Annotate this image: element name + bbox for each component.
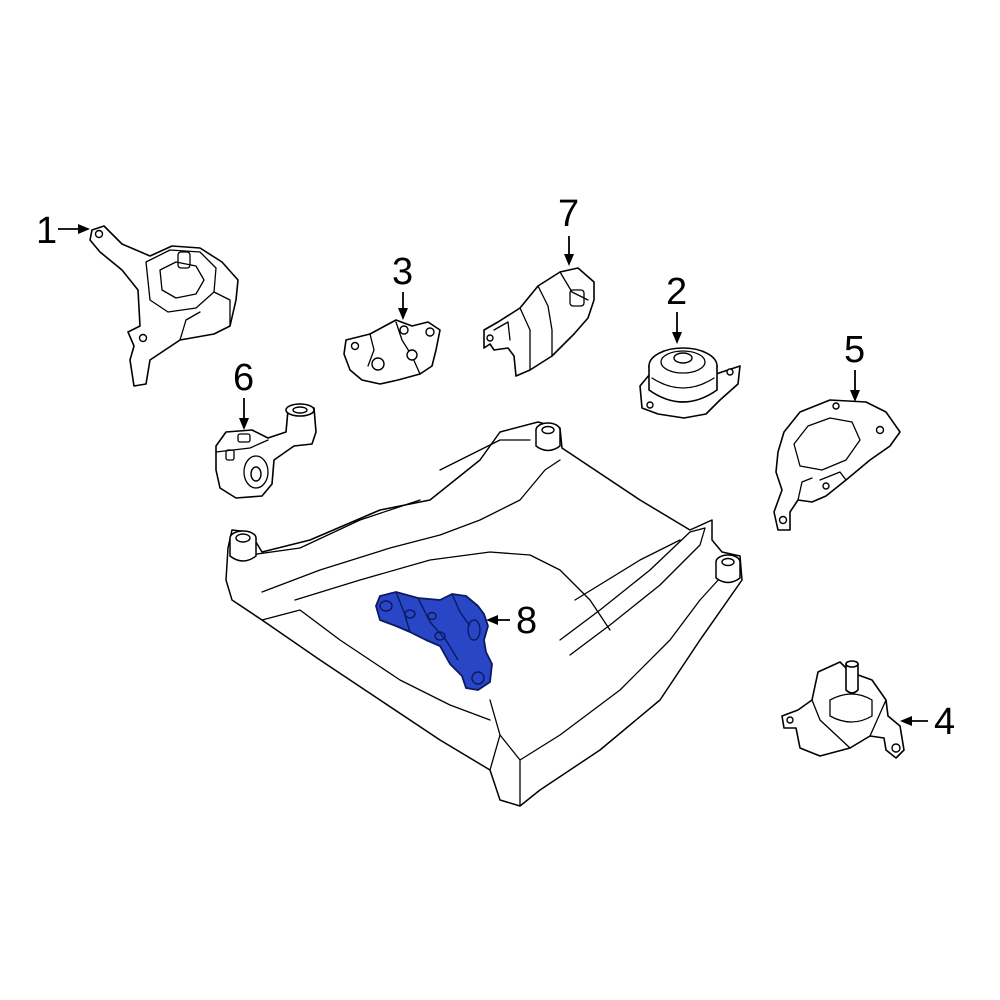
part-5-side-mount-bracket[interactable]	[773, 399, 901, 531]
part-8-rear-mount-bracket[interactable]	[375, 591, 493, 691]
callout-label-8: 8	[516, 600, 537, 642]
callout-1: 1	[36, 210, 90, 252]
callout-6: 6	[233, 357, 254, 430]
part-1-engine-mount[interactable]	[89, 225, 239, 387]
callout-4: 4	[900, 701, 955, 743]
callout-5: 5	[844, 329, 865, 402]
part-3-mount-bracket[interactable]	[343, 319, 441, 385]
callout-label-1: 1	[36, 210, 57, 252]
callout-2: 2	[666, 271, 687, 344]
callout-label-6: 6	[233, 357, 254, 399]
part-6-roll-mount[interactable]	[215, 403, 317, 499]
callout-label-4: 4	[934, 701, 955, 743]
part-2-round-mount[interactable]	[639, 347, 741, 419]
callout-3: 3	[392, 251, 413, 320]
callout-8: 8	[486, 600, 537, 642]
callout-label-2: 2	[666, 271, 687, 313]
callout-label-3: 3	[392, 251, 413, 293]
callout-7: 7	[558, 193, 579, 266]
callout-label-7: 7	[558, 193, 579, 235]
part-7-torque-rod-mount[interactable]	[483, 267, 595, 377]
part-4-transmission-mount[interactable]	[781, 660, 905, 759]
callout-label-5: 5	[844, 329, 865, 371]
